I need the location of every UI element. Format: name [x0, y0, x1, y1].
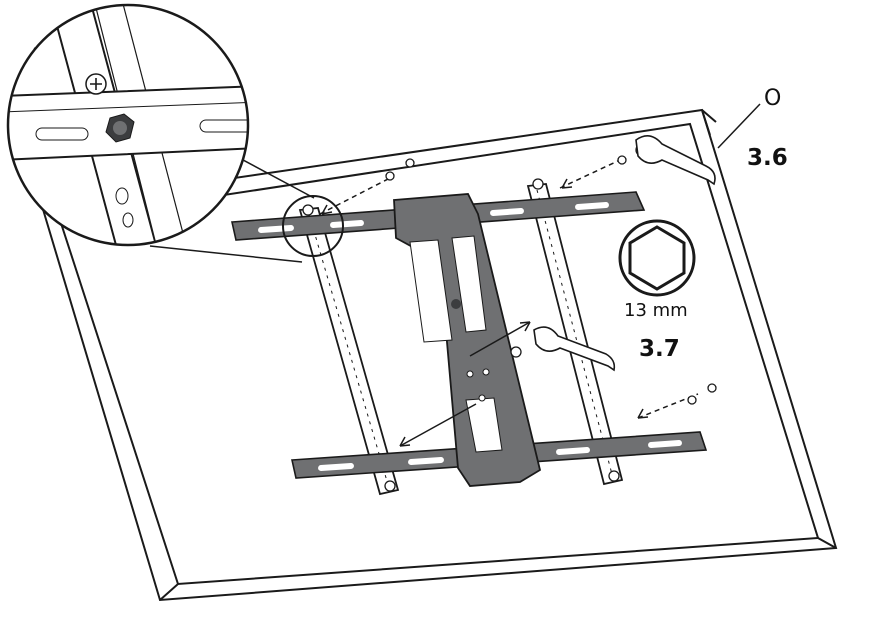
magnifier-callout — [6, 3, 344, 263]
wrench-size-label: 13 mm — [624, 300, 688, 321]
central-mounting-plate — [393, 193, 542, 487]
callout-leader — [717, 103, 761, 149]
insertion-arrows — [319, 159, 699, 447]
step-label-3-6: 3.6 — [747, 145, 788, 171]
step-label-3-7: 3.7 — [639, 336, 680, 362]
wrench-icon — [533, 135, 716, 372]
callout-letter: O — [764, 86, 782, 111]
hex-nut-icon — [618, 219, 696, 297]
